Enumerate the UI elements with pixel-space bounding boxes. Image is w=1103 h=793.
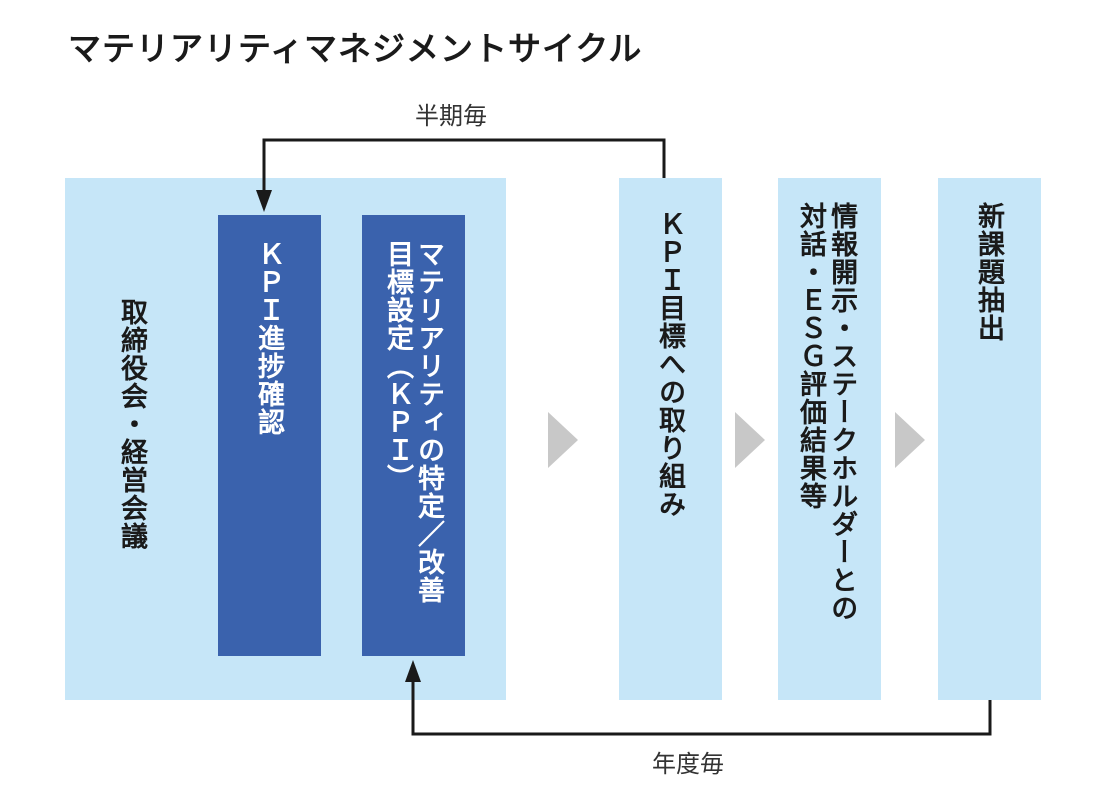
half-year-label: 半期毎 <box>415 102 487 130</box>
step-new-issues-box <box>938 178 1041 700</box>
step-disclosure-label: 情報開示・ステークホルダーとの対話・ＥＳＧ評価結果等 <box>795 202 857 662</box>
materiality-line-2: 目標設定（ＫＰＩ） <box>381 240 413 492</box>
kpi-check-box <box>218 215 321 656</box>
step-disclosure-line-1: 情報開示・ステークホルダーとの <box>826 202 858 622</box>
yearly-label: 年度毎 <box>652 750 724 778</box>
step-kpi-action-box <box>619 178 722 700</box>
step-kpi-action-label: ＫＰＩ目標への取り組み <box>654 210 685 518</box>
arrow-down-icon <box>256 190 272 212</box>
yearly-loop-line <box>411 678 992 736</box>
step-new-issues-line: 新課題抽出 <box>973 202 1005 342</box>
board-label: 取締役会・経営会議 <box>116 298 148 550</box>
kpi-check-label: ＫＰＩ進捗確認 <box>253 240 285 436</box>
half-year-loop-line <box>262 138 666 195</box>
materiality-label: マテリアリティの特定／改善目標設定（ＫＰＩ） <box>378 240 444 640</box>
step-disclosure-line-2: 対話・ＥＳＧ評価結果等 <box>795 202 827 510</box>
chevron-right-icon <box>735 412 765 468</box>
chevron-right-icon <box>895 412 925 468</box>
materiality-box <box>362 215 465 656</box>
step-new-issues-label: 新課題抽出 <box>973 202 1004 342</box>
page-title: マテリアリティマネジメントサイクル <box>68 29 643 68</box>
arrow-up-icon <box>405 660 421 682</box>
chevron-right-icon <box>548 412 578 468</box>
step-kpi-action-line: ＫＰＩ目標への取り組み <box>654 210 686 518</box>
materiality-line-1: マテリアリティの特定／改善 <box>413 240 444 604</box>
step-disclosure-box <box>778 178 881 700</box>
